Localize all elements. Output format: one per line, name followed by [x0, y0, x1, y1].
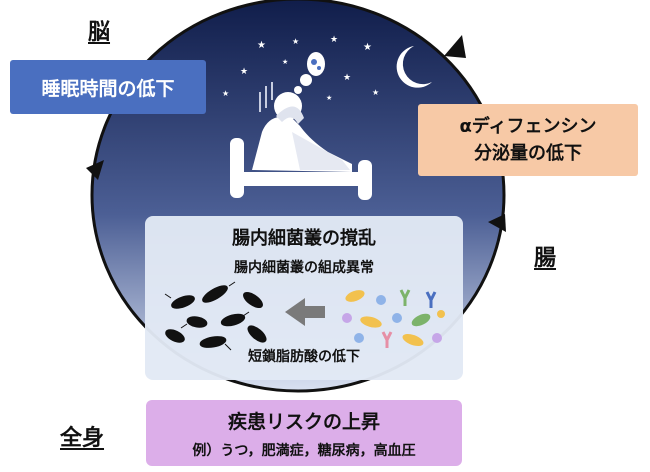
sleep-decline-box: 睡眠時間の低下 [10, 60, 206, 114]
scfa-decline-text: 短鎖脂肪酸の低下 [248, 349, 360, 365]
alpha-defensin-line1: αディフェンシン [459, 116, 597, 137]
disease-examples: 例）うつ，肥満症，糖尿病，高血圧 [192, 442, 416, 459]
svg-text:★: ★ [330, 35, 338, 45]
colorful-bacteria-icon [342, 289, 445, 348]
label-gut: 腸 [534, 246, 557, 271]
svg-text:★: ★ [372, 88, 379, 97]
disease-risk-title: 疾患リスクの上昇 [227, 410, 380, 433]
crescent-moon-icon [396, 46, 432, 88]
svg-text:★: ★ [222, 89, 229, 98]
alpha-defensin-line2: 分泌量の低下 [474, 143, 582, 164]
gut-subtitle: 腸内細菌叢の組成異常 [234, 260, 374, 276]
sleeping-person-in-bed-icon [230, 52, 372, 200]
left-arrow-icon [285, 298, 325, 326]
svg-text:★: ★ [292, 37, 299, 46]
label-brain: 脳 [88, 20, 111, 45]
cycle-ring [90, 0, 506, 393]
star-icon: ★ ★ ★ ★ ★ ★ ★ ★ ★ ★ [222, 35, 379, 102]
alpha-defensin-box: αディフェンシン 分泌量の低下 [418, 104, 638, 176]
bacteria-illustration [164, 281, 445, 351]
svg-text:★: ★ [282, 58, 288, 66]
sleep-decline-text: 睡眠時間の低下 [41, 77, 175, 100]
svg-text:★: ★ [363, 42, 372, 53]
gut-dysbiosis-box: 腸内細菌叢の撹乱 腸内細菌叢の組成異常 [145, 216, 463, 380]
gut-title: 腸内細菌叢の撹乱 [232, 228, 376, 249]
black-bacteria-icon [164, 281, 267, 351]
svg-text:★: ★ [257, 40, 266, 51]
cycle-arrowhead-icon [86, 35, 506, 232]
svg-text:★: ★ [240, 67, 248, 77]
disease-risk-box: 疾患リスクの上昇 例）うつ，肥満症，糖尿病，高血圧 [146, 400, 462, 466]
svg-text:★: ★ [326, 94, 332, 102]
svg-text:★: ★ [343, 73, 351, 83]
label-whole-body: 全身 [60, 426, 105, 451]
